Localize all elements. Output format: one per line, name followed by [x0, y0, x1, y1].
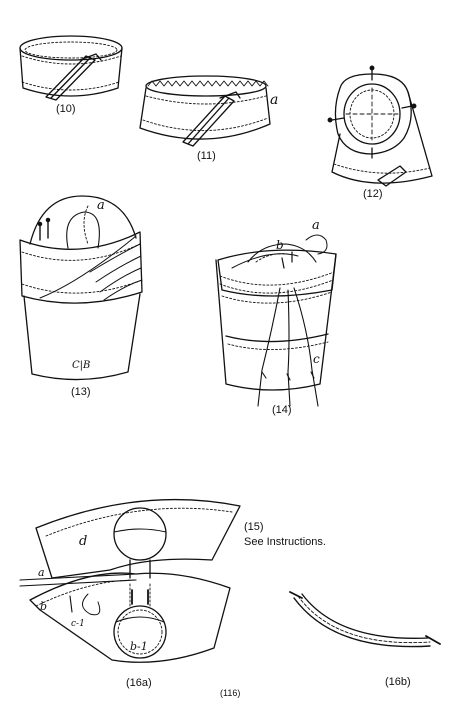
figure-14-drawing — [215, 234, 337, 407]
figure-13-letter-cb: C|B — [72, 360, 91, 371]
figure-14-letter-a: a — [312, 218, 320, 233]
figure-11-letter-a: a — [270, 92, 279, 108]
figure-11-caption: (11) — [197, 150, 216, 162]
figure-15-text: See Instructions. — [244, 536, 326, 548]
figure-12-caption: (12) — [363, 188, 383, 200]
figure-13-letter-a: a — [97, 198, 105, 213]
figure-10-drawing — [19, 35, 123, 101]
figure-13-drawing — [19, 195, 143, 381]
figure-14-caption: (14) — [272, 404, 292, 416]
figure-16b-caption: (16b) — [385, 676, 411, 688]
figure-16b-drawing — [289, 591, 441, 648]
figure-14-letter-c: c — [313, 352, 320, 366]
figure-11-drawing — [139, 75, 271, 147]
figure-16a-letter-b1: b-1 — [130, 640, 148, 653]
figure-12-drawing — [327, 65, 433, 187]
figure-16a-letter-d: d — [79, 534, 88, 549]
figure-13-caption: (13) — [71, 386, 91, 398]
figure-10-caption: (10) — [56, 103, 76, 115]
figure-15-note: (15) See Instructions. — [244, 520, 326, 550]
figure-16a-letter-a: a — [38, 566, 45, 579]
page-number: (116) — [220, 688, 241, 698]
figure-16a-letter-c1: c-1 — [71, 619, 85, 629]
figure-16a-letter-b: b — [40, 600, 48, 613]
figure-16a-drawing — [19, 498, 241, 663]
figure-14-letter-b: b — [276, 238, 284, 252]
figure-15-number: (15) — [244, 521, 264, 533]
figure-16a-caption: (16a) — [126, 677, 152, 689]
